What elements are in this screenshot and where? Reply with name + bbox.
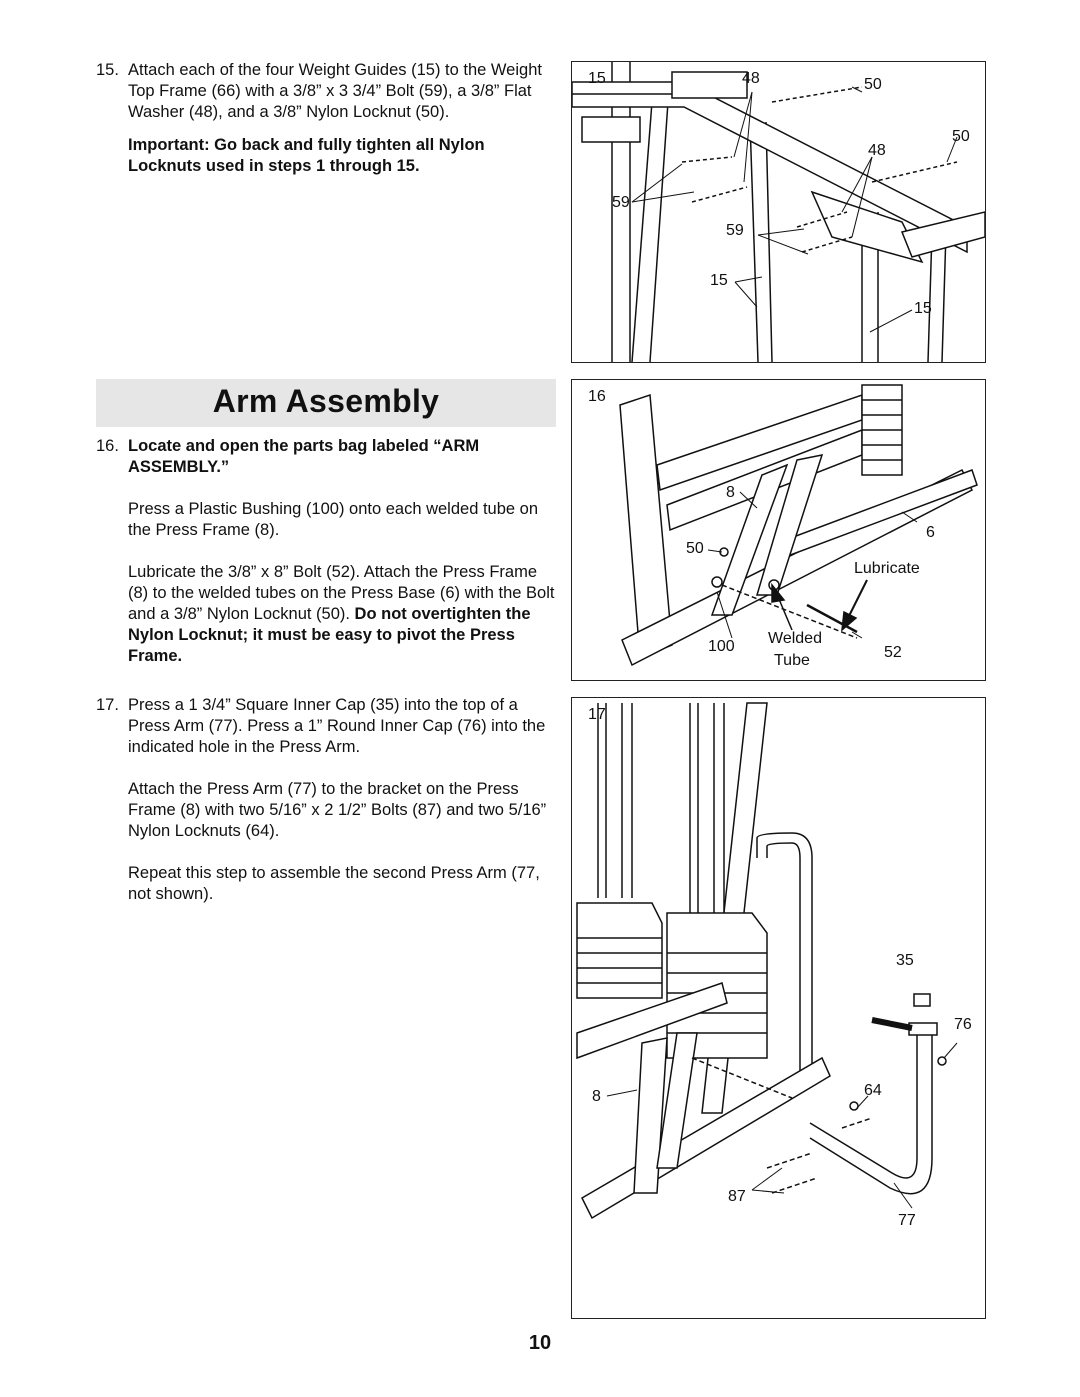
figure-17-label: 77 (898, 1212, 916, 1229)
step-number: 16. (96, 437, 119, 455)
step-16: 16. Locate and open the parts bag labele… (96, 436, 556, 679)
step-15-important: Important: Go back and fully tighten all… (128, 136, 485, 175)
figure-15-label: 50 (952, 128, 970, 145)
step-16-p2: Lubricate the 3/8” x 8” Bolt (52). Attac… (128, 562, 556, 667)
figure-16-label: Lubricate (854, 560, 920, 577)
section-title-bar: Arm Assembly (96, 379, 556, 427)
figure-17-step-label: 17 (588, 706, 606, 723)
figure-15-step-label: 15 (588, 70, 606, 87)
figure-16-step-label: 16 (588, 388, 606, 405)
step-16-p2-warning: Do not overtighten the Nylon Locknut; it… (128, 605, 531, 665)
figure-step-17: 17 35 76 64 8 87 77 (571, 697, 986, 1319)
figure-17-label: 8 (592, 1088, 601, 1105)
figure-15-label: 48 (742, 70, 760, 87)
step-number: 15. (96, 61, 119, 79)
figure-16-label: 6 (926, 524, 935, 541)
step-16-heading: Locate and open the parts bag labeled “A… (128, 437, 480, 476)
figure-16-label: 50 (686, 540, 704, 557)
figure-15-label: 15 (914, 300, 932, 317)
figure-15-label: 59 (726, 222, 744, 239)
figure-16-label: 52 (884, 644, 902, 661)
figure-16-label: Welded (768, 630, 822, 647)
page-number: 10 (528, 1332, 552, 1354)
figure-15-label: 48 (868, 142, 886, 159)
figure-step-16: 16 8 6 50 Lubricate Welded Tube 100 52 (571, 379, 986, 681)
press-arm-diagram (576, 702, 958, 1220)
step-16-p1: Press a Plastic Bushing (100) onto each … (128, 500, 539, 539)
weight-guides-diagram (572, 62, 985, 362)
step-17-p3: Repeat this step to assemble the second … (128, 864, 540, 903)
figure-15-label: 50 (864, 76, 882, 93)
step-17-p2: Attach the Press Arm (77) to the bracket… (128, 780, 547, 840)
figure-17-label: 64 (864, 1082, 882, 1099)
step-17-p1: Press a 1 3/4” Square Inner Cap (35) int… (128, 696, 546, 756)
step-16-p2-text: Lubricate the 3/8” x 8” Bolt (52). Attac… (128, 563, 555, 623)
figure-17-label: 76 (954, 1016, 972, 1033)
step-number: 17. (96, 696, 119, 714)
figure-17-label: 35 (896, 952, 914, 969)
step-17: 17. Press a 1 3/4” Square Inner Cap (35)… (96, 695, 556, 917)
press-frame-diagram (619, 384, 978, 667)
step-15: 15. Attach each of the four Weight Guide… (96, 60, 556, 189)
figure-16-label: Tube (774, 652, 810, 669)
figure-16-label: 100 (708, 638, 735, 655)
step-15-text: Attach each of the four Weight Guides (1… (128, 61, 542, 121)
figure-step-15: 15 48 50 50 48 59 59 15 15 (571, 61, 986, 363)
figure-15-label: 15 (710, 272, 728, 289)
figure-17-label: 87 (728, 1188, 746, 1205)
figure-16-label: 8 (726, 484, 735, 501)
section-title: Arm Assembly (212, 383, 440, 419)
figure-15-label: 59 (612, 194, 630, 211)
